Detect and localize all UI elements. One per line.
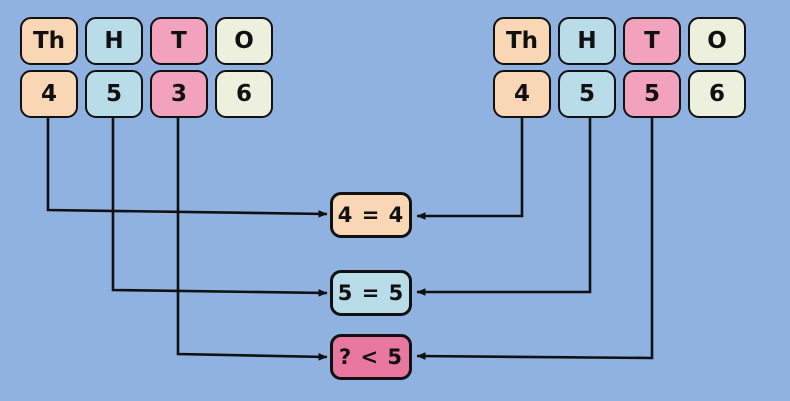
left-header-tens: T: [150, 17, 208, 65]
right-header-tens: T: [623, 17, 681, 65]
wire-right-tens: [416, 118, 654, 360]
wire-right-hundreds: [416, 118, 592, 296]
left-digit-thousands: 4: [20, 70, 78, 118]
left-digit-hundreds: 5: [85, 70, 143, 118]
right-digit-tens: 5: [623, 70, 681, 118]
wire-left-hundreds: [111, 118, 328, 297]
right-header-ones: O: [688, 17, 746, 65]
left-header-ones: O: [215, 17, 273, 65]
left-header-hundreds: H: [85, 17, 143, 65]
right-digit-ones: 6: [688, 70, 746, 118]
wire-left-tens: [176, 118, 328, 361]
right-header-hundreds: H: [558, 17, 616, 65]
result-box-tens: ? < 5: [330, 334, 412, 380]
right-header-thousands: Th: [493, 17, 551, 65]
result-box-hundreds: 5 = 5: [330, 270, 412, 316]
right-digit-thousands: 4: [493, 70, 551, 118]
left-digit-tens: 3: [150, 70, 208, 118]
left-header-thousands: Th: [20, 17, 78, 65]
wire-left-thousands: [46, 118, 328, 218]
left-digit-ones: 6: [215, 70, 273, 118]
result-box-thousands: 4 = 4: [330, 192, 412, 238]
wire-right-thousands: [416, 118, 524, 220]
right-digit-hundreds: 5: [558, 70, 616, 118]
